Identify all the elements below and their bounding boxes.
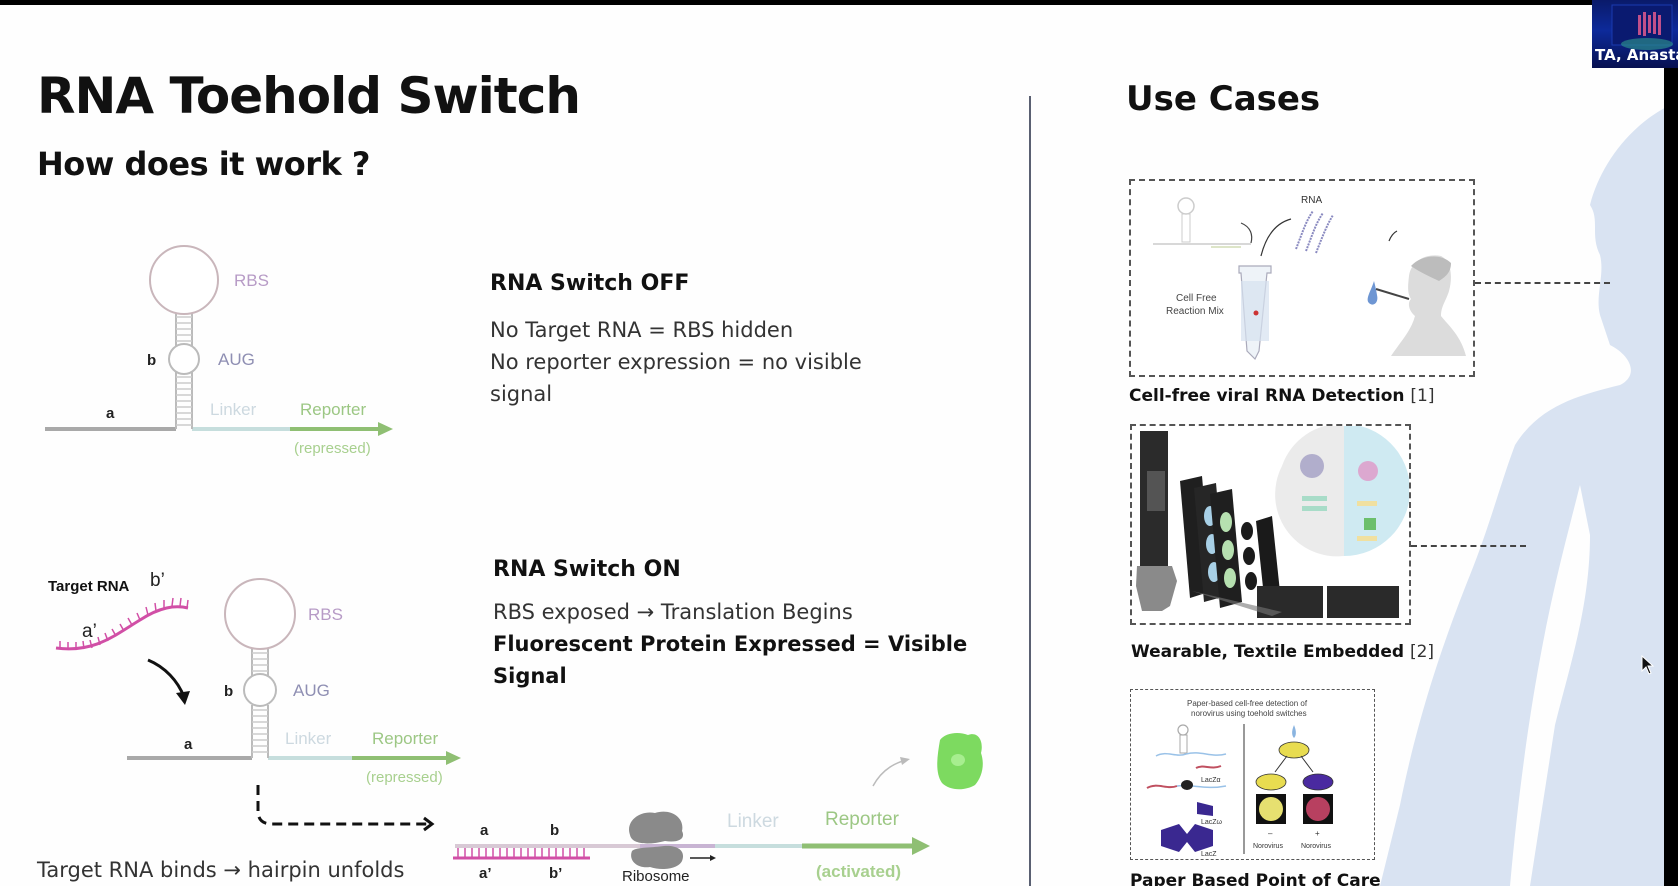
mouse-cursor-icon (1641, 655, 1655, 675)
label-rbs: RBS (234, 271, 269, 290)
use-case-image-paper: Paper-based cell-free detection of norov… (1130, 689, 1375, 860)
label-linker: Linker (727, 811, 779, 832)
image-label: – (1268, 829, 1273, 838)
image-label: LacZα (1201, 777, 1221, 784)
silhouette-shape (1380, 108, 1664, 886)
toehold-switch-binding-diagram: Target RNA b’ a’ RBS AUG b a Linker Repo… (48, 570, 461, 786)
on-line-bold: Signal (493, 664, 567, 688)
image-label: LacZ (1201, 851, 1217, 858)
label-activated: (activated) (816, 862, 901, 881)
use-case-caption-paper: Paper Based Point of Care (1130, 871, 1381, 886)
reporter-arrowhead (446, 751, 461, 765)
reference-marker: [1] (1410, 386, 1435, 406)
bottom-caption: Target RNA binds → hairpin unfolds (37, 858, 405, 882)
connector-line (1475, 282, 1610, 284)
label-repressed: (repressed) (366, 769, 443, 786)
on-state-description: RNA Switch ON RBS exposed → Translation … (493, 557, 967, 692)
fluorescent-protein-icon (937, 732, 983, 790)
expression-arrow (872, 760, 904, 787)
rbs-loop (224, 578, 296, 650)
off-state-text: No Target RNA = RBS hidden No reporter e… (490, 314, 862, 410)
label-a: a (480, 822, 489, 839)
label-b-prime: b’ (150, 570, 165, 591)
aug-bulge (243, 673, 277, 707)
target-rna-bases (59, 597, 189, 650)
image-label: Paper-based cell-free detection of (1187, 699, 1308, 708)
binding-arrow (147, 658, 186, 698)
off-line: signal (490, 382, 553, 406)
stem-base-pairs (252, 652, 268, 753)
use-case-caption-wearable: Wearable, Textile Embedded [2] (1131, 642, 1434, 662)
image-label-cell-free: Cell Free (1176, 293, 1217, 304)
label-reporter: Reporter (372, 729, 438, 748)
wearable-textile-illustration (1136, 426, 1409, 618)
use-cases-title: Use Cases (1126, 79, 1321, 119)
toehold-switch-off-diagram: RBS AUG b a Linker Reporter (repressed) (45, 245, 393, 457)
participant-video-tile[interactable]: TA, Anasta (1592, 0, 1678, 68)
rbs-loop (149, 245, 219, 315)
label-b: b (147, 352, 156, 369)
slide-subtitle: How does it work ? (37, 145, 370, 183)
image-label-reaction-mix: Reaction Mix (1166, 306, 1224, 317)
slide-title: RNA Toehold Switch (37, 67, 581, 125)
video-feed-thumbnail (1611, 4, 1673, 50)
caption-text: Paper Based Point of Care (1130, 871, 1381, 886)
label-aug: AUG (218, 350, 255, 369)
on-state-text: RBS exposed → Translation Begins Fluores… (493, 596, 967, 692)
image-label-rna: RNA (1301, 195, 1322, 206)
paper-based-norovirus-illustration: Paper-based cell-free detection of norov… (1146, 699, 1334, 858)
off-state-description: RNA Switch OFF No Target RNA = RBS hidde… (490, 271, 862, 410)
image-label: LacZω (1201, 819, 1223, 826)
ribosome-icon (629, 811, 684, 869)
label-b: b (224, 683, 233, 700)
use-case-image-wearable (1130, 424, 1411, 625)
label-target-rna: Target RNA (48, 578, 130, 595)
human-silhouette-illustration (1380, 108, 1664, 886)
label-b-prime: b’ (549, 865, 562, 882)
on-line-bold: Fluorescent Protein Expressed = Visible (493, 632, 968, 656)
participant-name: TA, Anasta (1595, 46, 1678, 64)
label-reporter: Reporter (825, 809, 900, 830)
label-aug: AUG (293, 681, 330, 700)
reporter-arrowhead (912, 837, 930, 855)
label-a-prime: a’ (82, 621, 97, 642)
label-linker: Linker (285, 729, 332, 748)
cell-free-detection-illustration: RNA Cell Free Reaction Mix (1153, 195, 1466, 361)
label-reporter: Reporter (300, 400, 366, 419)
caption-text: Wearable, Textile Embedded (1131, 642, 1405, 662)
image-label: Norovirus (1301, 843, 1331, 850)
on-state-heading: RNA Switch ON (493, 557, 681, 582)
image-label: + (1315, 829, 1320, 838)
connector-line (1411, 545, 1526, 547)
image-label: Norovirus (1253, 843, 1283, 850)
unfold-dashed-arrow (256, 785, 428, 826)
label-rbs: RBS (308, 605, 343, 624)
reporter-arrowhead (378, 422, 393, 436)
label-a-prime: a’ (479, 865, 492, 882)
presentation-slide: RNA Toehold Switch How does it work ? RB… (0, 5, 1664, 886)
label-linker: Linker (210, 400, 257, 419)
caption-text: Cell-free viral RNA Detection (1129, 386, 1405, 406)
duplex-base-pairs (457, 848, 585, 857)
use-case-caption-cell-free: Cell-free viral RNA Detection [1] (1129, 386, 1435, 406)
image-label: norovirus using toehold switches (1191, 709, 1307, 718)
label-ribosome: Ribosome (622, 868, 690, 885)
reference-marker: [2] (1409, 642, 1435, 662)
aug-bulge (168, 343, 200, 375)
label-b: b (550, 822, 559, 839)
off-line: No reporter expression = no visible (490, 350, 862, 374)
label-a: a (106, 405, 115, 422)
off-state-heading: RNA Switch OFF (490, 271, 690, 296)
label-a: a (184, 736, 193, 753)
toehold-switch-activated-diagram: a b a’ b’ Ribosome Linker Reporter (acti… (256, 732, 983, 885)
on-line: RBS exposed → Translation Begins (493, 600, 853, 624)
stem-base-pairs (176, 316, 192, 426)
off-line: No Target RNA = RBS hidden (490, 318, 794, 342)
section-divider (1029, 96, 1031, 886)
use-case-image-cell-free: RNA Cell Free Reaction Mix (1129, 179, 1475, 377)
label-repressed: (repressed) (294, 440, 371, 457)
